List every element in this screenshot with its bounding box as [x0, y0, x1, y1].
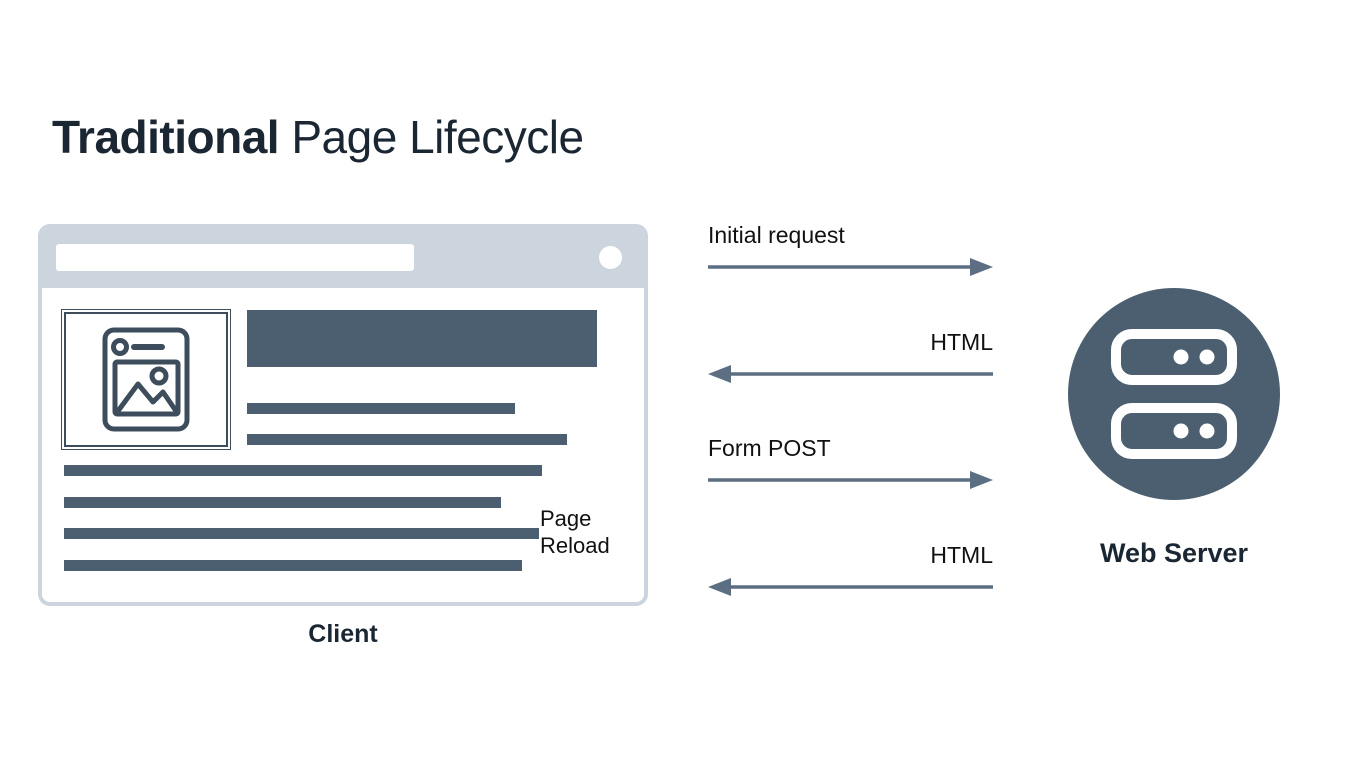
text-bar-5 [64, 528, 539, 539]
message-label-form-post: Form POST [708, 435, 831, 461]
arrow-left-icon [708, 365, 993, 383]
arrow-left-icon [708, 578, 993, 596]
message-html-response-2: HTML [708, 542, 993, 604]
client-browser-window [38, 224, 648, 606]
web-server-node [1068, 288, 1280, 500]
headline-block [247, 310, 597, 367]
message-form-post: Form POST [708, 435, 993, 497]
message-initial-request: Initial request [708, 222, 993, 284]
page-title-light: Page Lifecycle [279, 111, 584, 163]
message-label-html-2: HTML [930, 542, 993, 568]
arrow-right-icon [708, 471, 993, 489]
image-placeholder-frame [61, 309, 231, 450]
message-html-response-1: HTML [708, 329, 993, 391]
text-bar-3 [64, 465, 542, 476]
text-bar-6 [64, 560, 522, 571]
server-rack-icon [1068, 288, 1280, 500]
text-bar-4 [64, 497, 501, 508]
text-bar-2 [247, 434, 567, 445]
window-control-dot-icon[interactable] [599, 246, 622, 269]
browser-url-input[interactable] [56, 244, 414, 271]
message-label-html-1: HTML [930, 329, 993, 355]
text-bar-1 [247, 403, 515, 414]
browser-chrome-bar [42, 228, 644, 288]
browser-viewport [42, 288, 644, 602]
client-label: Client [308, 620, 378, 648]
page-title: Traditional Page Lifecycle [52, 112, 584, 163]
page-title-strong: Traditional [52, 111, 280, 163]
arrow-right-icon [708, 258, 993, 276]
message-label-initial-request: Initial request [708, 222, 845, 248]
page-reload-note: Page Reload [540, 506, 610, 558]
web-server-label: Web Server [1099, 538, 1249, 568]
image-placeholder-icon [102, 327, 190, 432]
